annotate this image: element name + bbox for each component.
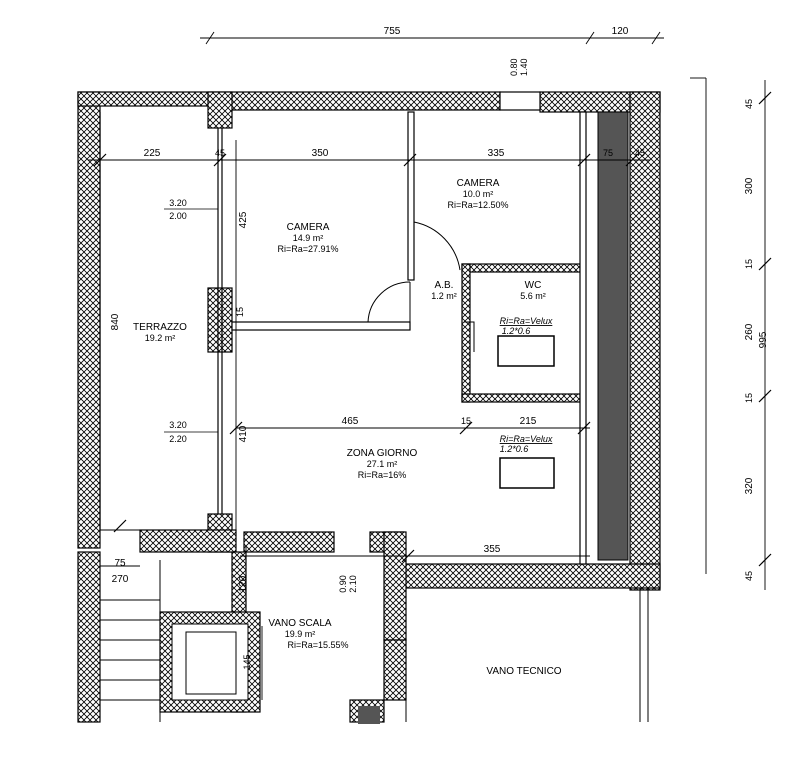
technical-shaft: [597, 111, 629, 561]
room-camera-2: CAMERA 10.0 m² Ri=Ra=12.50%: [447, 178, 508, 210]
room-name: WC: [525, 280, 542, 291]
dim-right-15b: 15: [744, 393, 754, 403]
window1-width: 2.00: [169, 211, 187, 221]
room-wc: WC 5.6 m² Ri=Ra=Velux 1.2*0.6: [500, 280, 553, 336]
room-area: 1.2 m²: [431, 291, 457, 301]
staircase: [100, 560, 161, 722]
room-ratio: Ri=Ra=27.91%: [277, 244, 338, 254]
dim-45b: 45: [635, 148, 645, 158]
dim-right-320: 320: [744, 477, 755, 494]
dim-425: 425: [238, 211, 249, 228]
dim-right-15a: 15: [744, 259, 754, 269]
velux-ratio: Ri=Ra=Velux: [500, 434, 553, 444]
dim-vent-080: 0.80: [509, 58, 519, 76]
room-name: ZONA GIORNO: [347, 448, 418, 459]
door-width: 0.90: [338, 575, 348, 593]
velux-ratio: Ri=Ra=Velux: [500, 316, 553, 326]
dim-145: 145: [242, 654, 252, 669]
dim-270: 270: [112, 574, 129, 585]
room-area: 10.0 m²: [463, 189, 494, 199]
dim-410: 410: [238, 425, 249, 442]
room-area: 27.1 m²: [367, 459, 398, 469]
door-height: 2.10: [348, 575, 358, 593]
dim-right-995: 995: [758, 331, 769, 348]
room-name: CAMERA: [457, 178, 500, 189]
door-swings: [367, 221, 475, 352]
window1-height: 3.20: [169, 198, 187, 208]
dim-vent-140: 1.40: [519, 58, 529, 76]
dim-right-45b: 45: [744, 571, 754, 581]
dim-mid-15: 15: [461, 416, 471, 426]
chimney-vent: [499, 91, 541, 111]
velux-size: 1.2*0.6: [500, 444, 529, 454]
velux-window-wc: [497, 335, 555, 367]
room-vano-tecnico: VANO TECNICO: [486, 666, 561, 677]
window2-width: 2.20: [169, 434, 187, 444]
dim-215: 215: [520, 416, 537, 427]
technical-block: [358, 706, 380, 724]
lift-cabin: [185, 631, 237, 695]
dim-75-bottom: 75: [114, 558, 126, 569]
dim-15: 15: [235, 307, 245, 317]
dim-top-120: 120: [612, 26, 629, 37]
room-area: 19.9 m²: [285, 629, 316, 639]
room-area: 5.6 m²: [520, 291, 546, 301]
room-camera-1: CAMERA 14.9 m² Ri=Ra=27.91%: [277, 222, 338, 254]
dim-355: 355: [484, 544, 501, 555]
room-ratio: Ri=Ra=15.55%: [287, 640, 348, 650]
room-area: 19.2 m²: [145, 333, 176, 343]
room-terrazzo: TERRAZZO 19.2 m²: [133, 322, 187, 343]
room-vano-scala: VANO SCALA 19.9 m² Ri=Ra=15.55%: [268, 618, 348, 650]
dim-top-755: 755: [384, 26, 401, 37]
dim-225: 225: [144, 148, 161, 159]
room-name: VANO SCALA: [268, 618, 331, 629]
dim-right-300: 300: [744, 177, 755, 194]
room-name: VANO TECNICO: [486, 666, 561, 677]
partitions: [99, 111, 587, 565]
window2-height: 3.20: [169, 420, 187, 430]
dim-335: 335: [488, 148, 505, 159]
dim-75: 75: [603, 148, 613, 158]
dim-840: 840: [110, 313, 121, 330]
velux-window-giorno: [499, 457, 555, 489]
room-area: 14.9 m²: [293, 233, 324, 243]
dim-120: 120: [238, 575, 249, 592]
walls: [77, 91, 661, 723]
room-ab: A.B. 1.2 m²: [431, 280, 457, 301]
room-name: TERRAZZO: [133, 322, 187, 333]
room-zona-giorno: ZONA GIORNO 27.1 m² Ri=Ra=16% Ri=Ra=Velu…: [347, 434, 553, 480]
velux-size: 1.2*0.6: [502, 326, 531, 336]
dim-350: 350: [312, 148, 329, 159]
dim-45: 45: [215, 148, 225, 158]
room-ratio: Ri=Ra=16%: [358, 470, 407, 480]
dim-right-260: 260: [744, 323, 755, 340]
dimension-lines: [88, 31, 766, 700]
dim-right-45a: 45: [744, 99, 754, 109]
dim-465: 465: [342, 416, 359, 427]
dimension-ticks: [93, 91, 772, 567]
room-name: A.B.: [435, 280, 454, 291]
room-name: CAMERA: [287, 222, 330, 233]
room-ratio: Ri=Ra=12.50%: [447, 200, 508, 210]
